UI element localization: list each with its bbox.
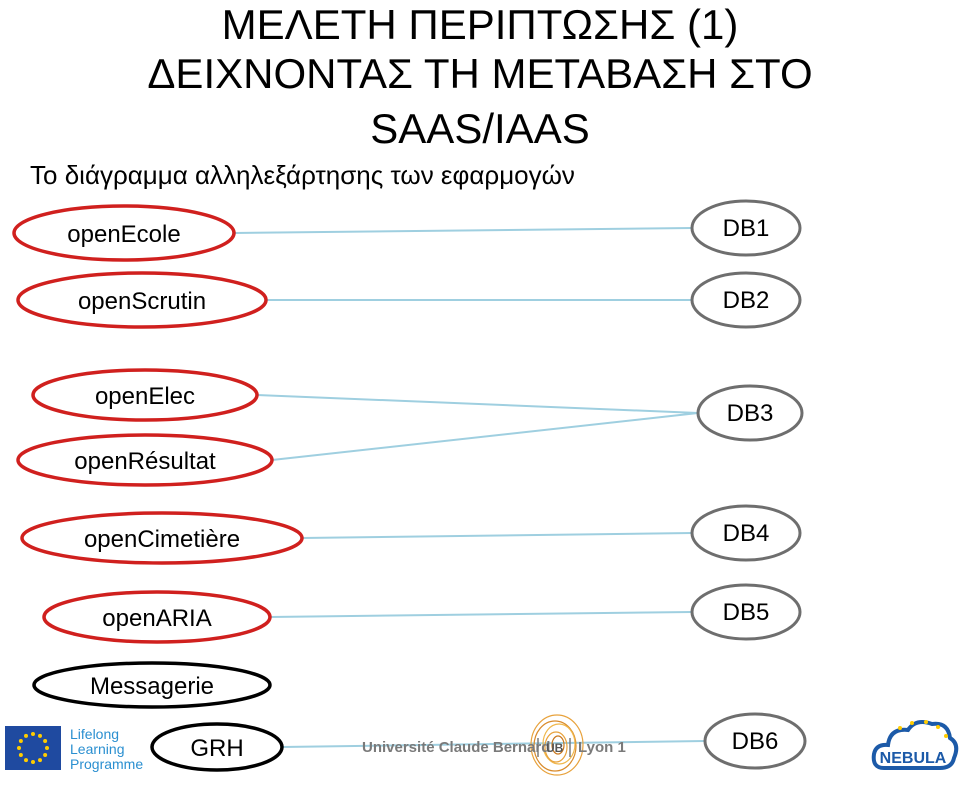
- lifelong-line-2: Learning: [70, 741, 125, 757]
- app-ellipse-openelec: [31, 368, 259, 422]
- app-label-grh: GRH: [190, 735, 243, 762]
- app-node-openaria: openARIA: [42, 590, 272, 644]
- link-openresultat-db3: [271, 412, 699, 461]
- app-node-openelec: openElec: [31, 368, 259, 422]
- db-node-db3: DB3: [696, 384, 804, 442]
- eu-star-icon: [31, 732, 35, 736]
- app-node-openresultat: openRésultat: [16, 433, 274, 487]
- nebula-logo: NEBULA: [871, 720, 959, 770]
- db-label-db1: DB1: [723, 215, 770, 242]
- links-layer: [233, 227, 706, 748]
- db-label-db3: DB3: [727, 400, 774, 427]
- app-label-openelec: openElec: [95, 383, 195, 410]
- db-ellipse-db6: [703, 712, 807, 770]
- db-ellipse-db2: [690, 271, 802, 329]
- db-label-db6: DB6: [732, 728, 779, 755]
- db-node-db4: DB4: [690, 504, 802, 562]
- app-ellipse-opencimetiere: [20, 511, 304, 565]
- university-logo: Université Claude Bernard UB Lyon 1: [362, 714, 626, 776]
- page-title-line-1: ΜΕΛΕΤΗ ΠΕΡΙΠΤΩΣΗΣ (1): [221, 1, 739, 48]
- eu-star-icon: [24, 758, 28, 763]
- eu-star-icon: [18, 739, 23, 743]
- page-title-line-2: ΔΕΙΧΝΟΝΤΑΣ ΤΗ ΜΕΤΑΒΑΣΗ ΣΤΟ: [147, 50, 813, 97]
- db-ellipse-db3: [696, 384, 804, 442]
- nebula-wordmark: NEBULA: [880, 750, 947, 767]
- app-label-openecole: openEcole: [67, 221, 180, 248]
- db-label-db4: DB4: [723, 520, 770, 547]
- app-node-messagerie: Messagerie: [32, 661, 272, 709]
- university-name: Université Claude Bernard: [362, 739, 550, 756]
- app-node-openecole: openEcole: [12, 204, 236, 262]
- app-node-openscrutin: openScrutin: [16, 271, 268, 329]
- app-label-messagerie: Messagerie: [90, 673, 214, 700]
- db-ellipse-db1: [690, 199, 802, 257]
- app-ellipse-openecole: [12, 204, 236, 262]
- eu-star-icon: [18, 753, 23, 757]
- link-openelec-db3: [256, 394, 699, 414]
- app-node-opencimetiere: openCimetière: [20, 511, 304, 565]
- db-label-db2: DB2: [723, 287, 770, 314]
- db-ellipse-db4: [690, 504, 802, 562]
- app-label-openresultat: openRésultat: [74, 448, 216, 475]
- lifelong-learning-logo: Lifelong Learning Programme: [5, 726, 143, 772]
- eu-star-icon: [38, 733, 42, 738]
- eu-stars-icon: [17, 732, 49, 764]
- cloud-icon: [871, 720, 959, 770]
- link-openecole-db1: [233, 227, 693, 234]
- app-ellipse-openaria: [42, 590, 272, 644]
- db-label-db5: DB5: [723, 599, 770, 626]
- link-openaria-db5: [269, 611, 693, 618]
- eu-star-icon: [24, 733, 28, 738]
- app-label-openscrutin: openScrutin: [78, 288, 206, 315]
- eu-star-icon: [43, 753, 48, 757]
- lifelong-line-1: Lifelong: [70, 726, 119, 742]
- eu-star-icon: [43, 739, 48, 743]
- db-node-db1: DB1: [690, 199, 802, 257]
- university-lyon: Lyon 1: [578, 739, 626, 756]
- app-ellipse-messagerie: [32, 661, 272, 709]
- university-mark: UB: [546, 741, 564, 755]
- star-icon: [898, 720, 948, 738]
- university-swirl-icon: [530, 714, 584, 776]
- page-title-line-3: SAAS/IAAS: [370, 105, 590, 152]
- app-ellipse-openscrutin: [16, 271, 268, 329]
- lifelong-line-3: Programme: [70, 756, 143, 772]
- app-ellipse-openresultat: [16, 433, 274, 487]
- app-node-grh: GRH: [150, 722, 284, 772]
- db-ellipse-db5: [690, 583, 802, 641]
- app-label-openaria: openARIA: [102, 605, 211, 632]
- db-node-db5: DB5: [690, 583, 802, 641]
- eu-star-icon: [31, 760, 35, 764]
- link-grh-db6: [281, 740, 706, 748]
- diagram-subtitle: Το διάγραμμα αλληλεξάρτησης των εφαρμογώ…: [30, 160, 575, 190]
- db-node-db2: DB2: [690, 271, 802, 329]
- nodes-layer: openEcole openScrutin openElec openRésultat…: [12, 199, 807, 772]
- link-opencimetiere-db4: [301, 532, 693, 539]
- eu-star-icon: [45, 746, 49, 750]
- app-label-opencimetiere: openCimetière: [84, 526, 240, 553]
- app-ellipse-grh: [150, 722, 284, 772]
- eu-star-icon: [38, 758, 42, 763]
- eu-star-icon: [17, 746, 21, 750]
- db-node-db6: DB6: [703, 712, 807, 770]
